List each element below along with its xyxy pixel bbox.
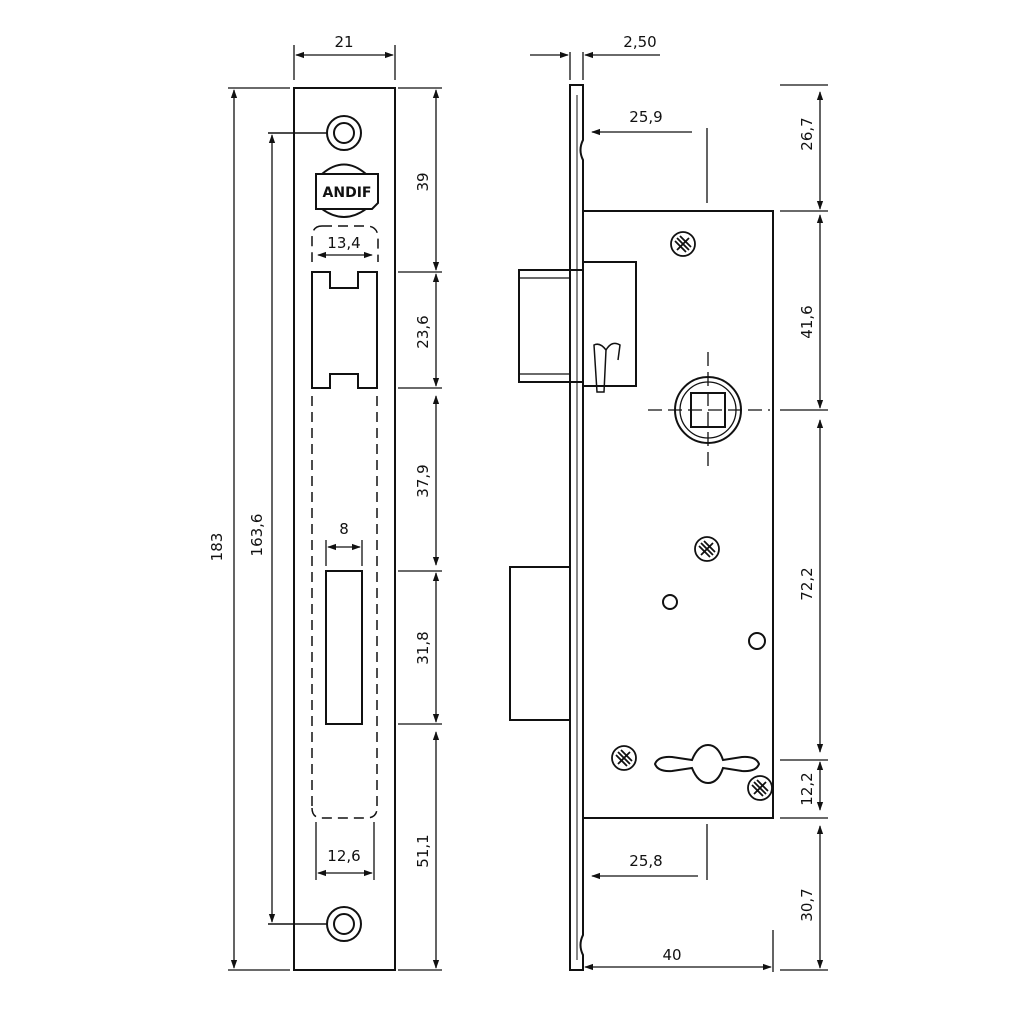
front-faceplate — [293, 87, 396, 971]
dim-bolt-width: 8 — [339, 520, 349, 538]
dim-to-follower: 41,6 — [798, 305, 816, 338]
pin-hole-1 — [662, 594, 678, 610]
bottom-screw-hole — [326, 906, 362, 942]
top-screw-hole — [326, 115, 362, 151]
dim-seg-bolt: 31,8 — [414, 631, 432, 664]
dim-seg-middle: 37,9 — [414, 464, 432, 497]
screw-lower-left — [611, 745, 637, 771]
dim-seg-top: 39 — [414, 172, 432, 191]
dim-seg-bottom: 51,1 — [414, 834, 432, 867]
dim-screw-spacing: 163,6 — [248, 514, 266, 557]
dim-total-height: 183 — [208, 533, 226, 562]
dim-seg-latch: 23,6 — [414, 315, 432, 348]
dim-latch-width: 13,4 — [327, 234, 360, 252]
dim-top-offset: 26,7 — [798, 117, 816, 150]
andif-logo — [315, 163, 379, 218]
bolt-opening — [325, 570, 363, 725]
screw-top — [670, 231, 696, 257]
dim-bottom-width: 12,6 — [327, 847, 360, 865]
side-faceplate — [569, 84, 584, 971]
dim-backset-upper: 25,9 — [629, 108, 662, 126]
dim-key-to-bottom: 12,2 — [798, 772, 816, 805]
side-view — [509, 84, 774, 971]
dead-bolt — [509, 566, 571, 721]
dim-bottom-offset: 30,7 — [798, 888, 816, 921]
logo-text: ANDIF — [323, 185, 372, 201]
dim-follower-to-key: 72,2 — [798, 567, 816, 600]
latch-opening — [311, 271, 378, 389]
latch-bolt — [518, 269, 584, 383]
keyhole — [653, 743, 761, 785]
lock-case — [582, 210, 774, 819]
screw-middle — [694, 536, 720, 562]
case-screws — [611, 231, 773, 801]
screw-lower-right — [747, 775, 773, 801]
dim-case-depth: 40 — [662, 946, 681, 964]
dim-backset-lower: 25,8 — [629, 852, 662, 870]
dim-faceplate-thickness: 2,50 — [623, 33, 656, 51]
front-view — [268, 87, 396, 971]
pin-hole-2 — [748, 632, 766, 650]
dim-front-width: 21 — [334, 33, 353, 51]
